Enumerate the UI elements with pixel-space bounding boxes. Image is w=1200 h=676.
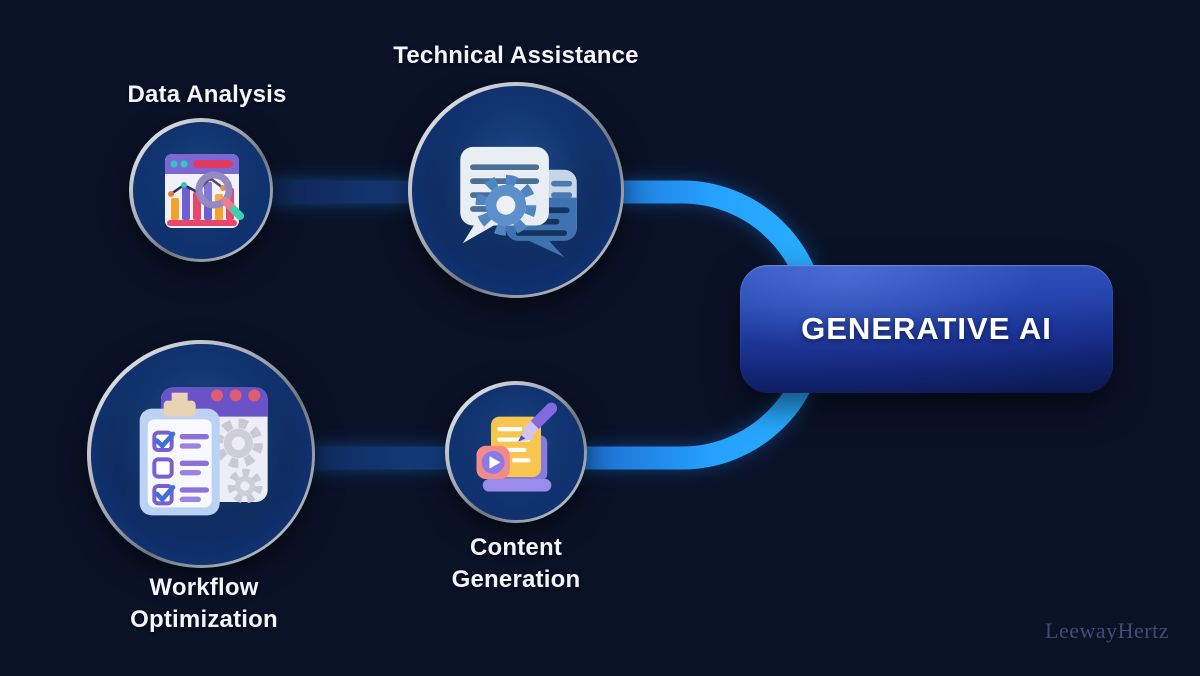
node-label-workflow-optimization: Workflow Optimization — [130, 574, 278, 633]
generative-ai-box: GENERATIVE AI — [740, 265, 1113, 393]
checklist-gears-icon — [139, 387, 268, 516]
generative-ai-label: GENERATIVE AI — [801, 311, 1052, 346]
node-label-content-generation: Content Generation — [451, 534, 581, 593]
node-label-technical-assistance: Technical Assistance — [393, 42, 639, 69]
laptop-pencil-media-icon — [476, 402, 558, 492]
chat-bubbles-gear-icon — [460, 146, 577, 258]
watermark-text: LeewayHertz — [1045, 618, 1169, 643]
node-circle-content-generation — [445, 381, 587, 523]
node-circle-workflow-optimization — [87, 340, 315, 568]
node-circle-technical-assistance — [408, 82, 624, 298]
node-circle-data-analysis — [129, 118, 273, 262]
node-label-data-analysis: Data Analysis — [127, 81, 287, 108]
bar-chart-magnifier-icon — [165, 154, 244, 228]
